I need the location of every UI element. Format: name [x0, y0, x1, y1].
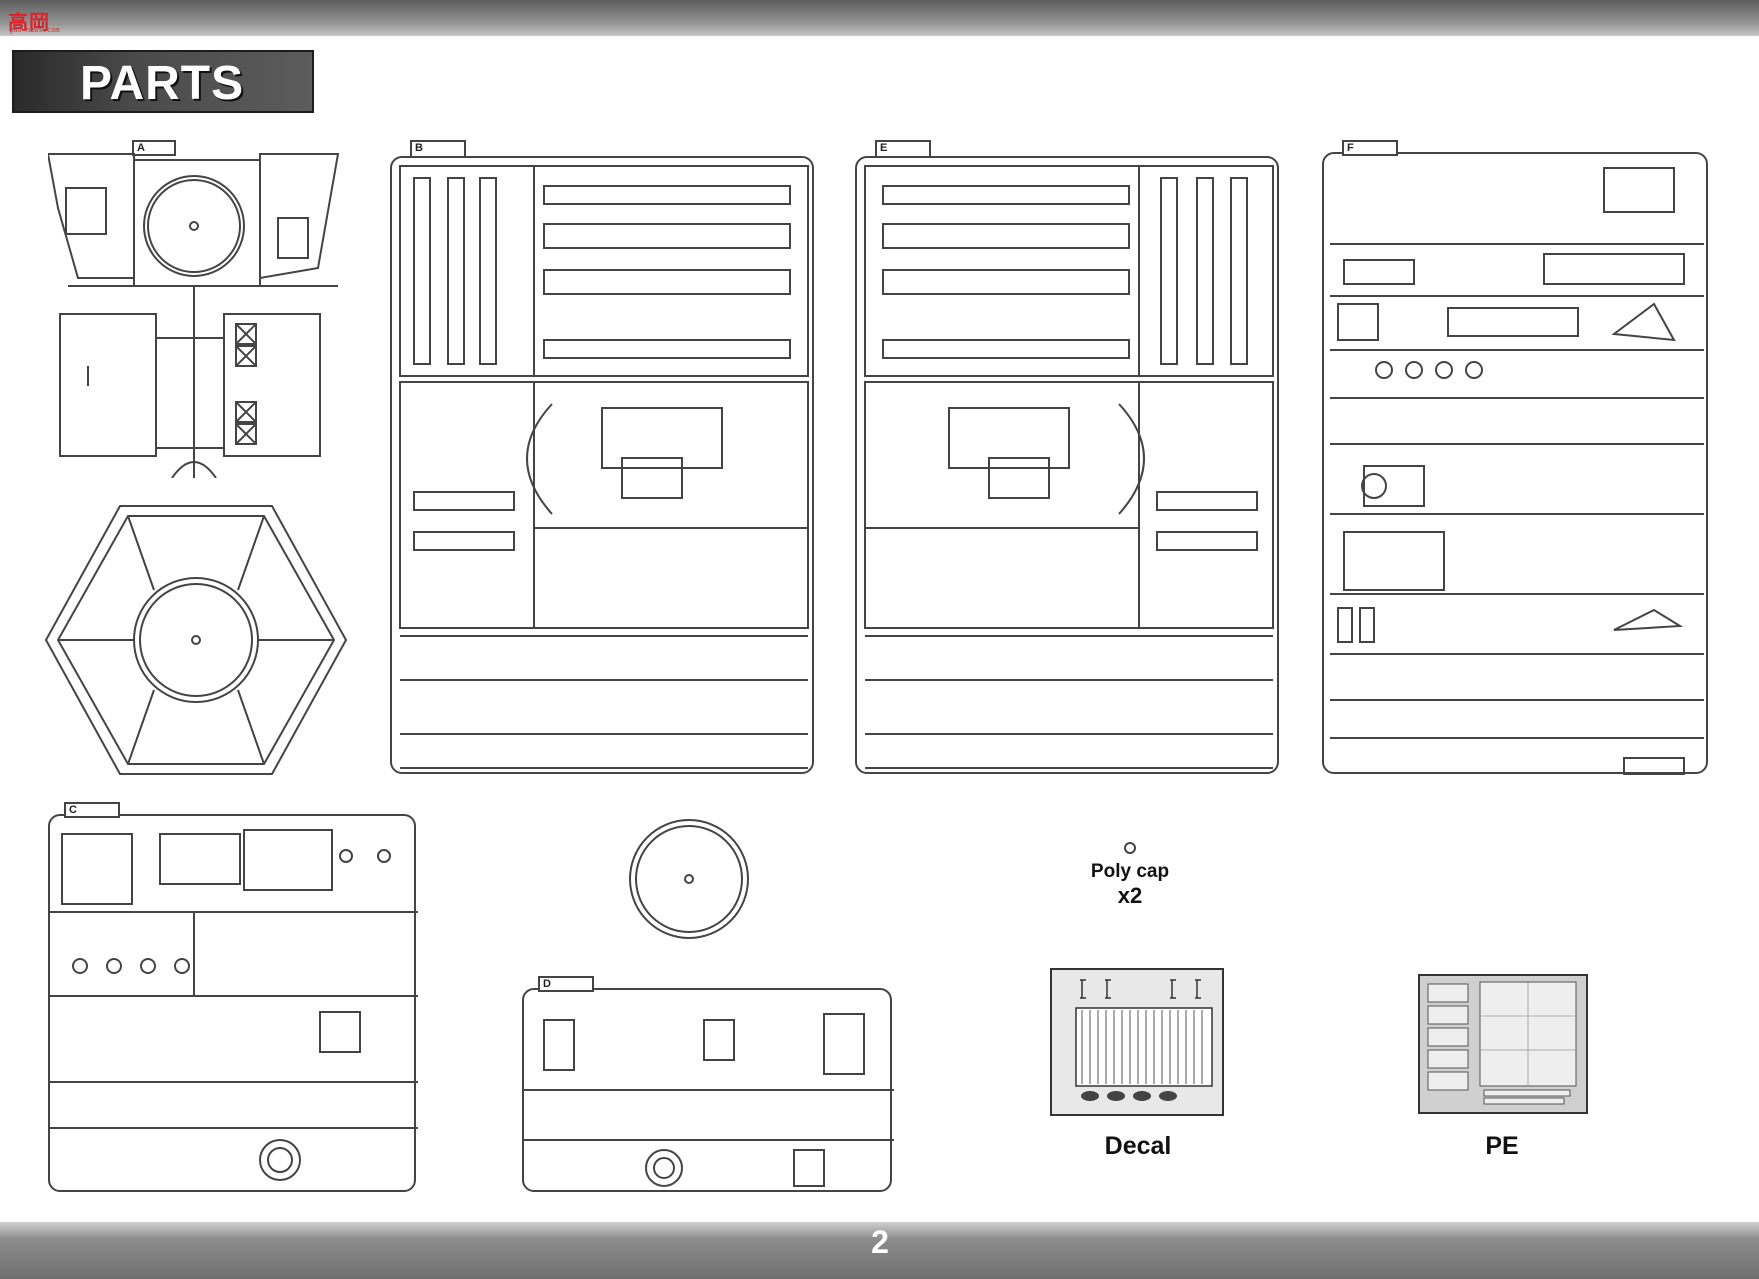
- poly-cap-label: Poly cap x2: [1080, 860, 1180, 908]
- top-band: [0, 0, 1759, 36]
- sprue-f-tag: F: [1342, 140, 1398, 156]
- sprue-b: B: [390, 140, 814, 774]
- sprue-e-tag: E: [875, 140, 931, 158]
- site-logo: 高岡 gao-news.com: [8, 6, 72, 34]
- sprue-b-tag: B: [410, 140, 466, 158]
- decal-label: Decal: [1104, 1132, 1172, 1160]
- logo-text: 高岡: [8, 10, 50, 34]
- sprue-d-tag: D: [538, 976, 594, 992]
- page-number: 2: [871, 1224, 889, 1260]
- round-part: [628, 818, 750, 940]
- sprue-c-tag: C: [64, 802, 120, 818]
- sprue-a-tag: A: [132, 140, 176, 156]
- parts-banner: PARTS: [12, 50, 314, 113]
- pe-sheet: [1418, 974, 1588, 1114]
- sprue-e: E: [855, 140, 1279, 774]
- logo-subtext: gao-news.com: [9, 26, 60, 34]
- sprue-c: C: [48, 802, 418, 1192]
- sprue-f: F: [1322, 140, 1708, 775]
- hex-part: [44, 504, 348, 776]
- pe-label: PE: [1485, 1132, 1519, 1160]
- bottom-band: [0, 1222, 1759, 1279]
- sprue-a: A: [48, 140, 346, 478]
- page-title: PARTS: [80, 57, 245, 110]
- sprue-d: D: [522, 976, 894, 1192]
- decal-sheet: [1050, 968, 1224, 1116]
- poly-cap-text: Poly cap: [1090, 861, 1170, 882]
- sprue-a-drawing: [48, 153, 340, 478]
- poly-cap-icon: [1124, 842, 1136, 854]
- poly-cap-qty: x2: [1117, 883, 1143, 908]
